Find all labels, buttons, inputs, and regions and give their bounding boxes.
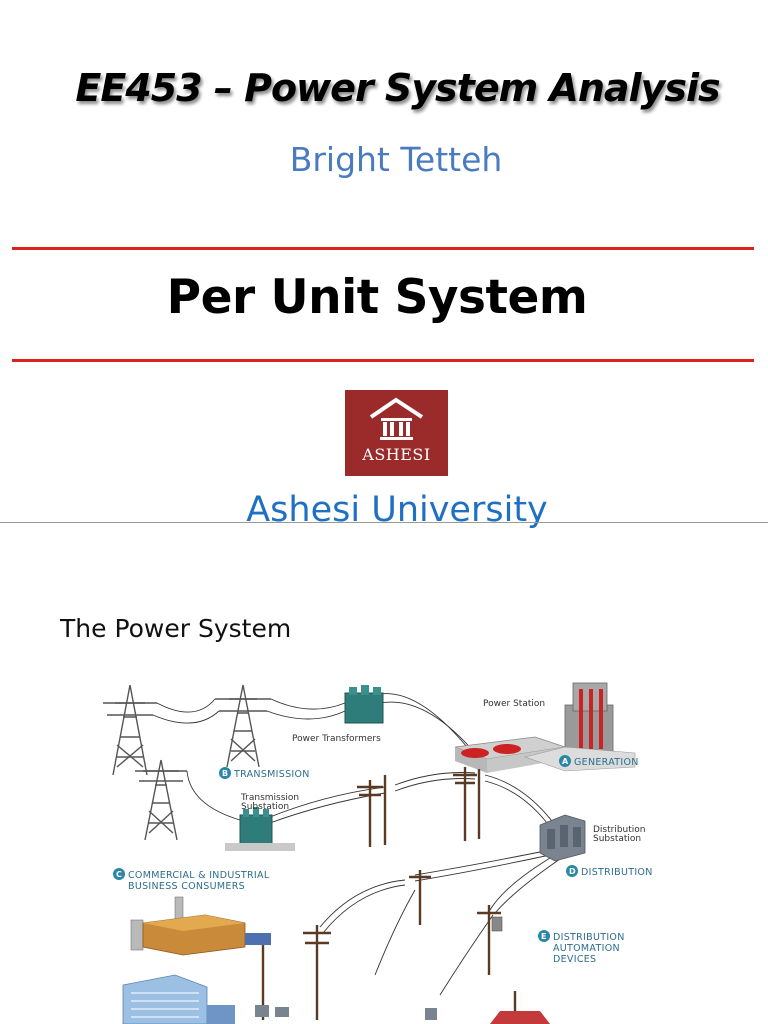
- badge-e-icon: [538, 930, 550, 942]
- caption-distribution: D DISTRIBUTION: [566, 865, 653, 878]
- ground-transformer-icon: [255, 1005, 437, 1020]
- caption-automation-line3: DEVICES: [553, 954, 596, 965]
- author-name: Bright Tetteh: [289, 140, 503, 179]
- power-station-label: Power Station: [483, 699, 545, 709]
- badge-d-icon: [566, 865, 578, 877]
- slide-title: EE453 – Power System Analysis: [75, 66, 720, 110]
- transmission-substation-label: Transmission: [240, 793, 299, 803]
- power-transformer-icon: [344, 685, 384, 724]
- caption-commercial: C COMMERCIAL & INDUSTRIAL BUSINESS CONSU…: [113, 868, 270, 892]
- page-divider: [0, 522, 768, 523]
- caption-commercial-line2: BUSINESS CONSUMERS: [128, 881, 245, 892]
- power-transformers-label: Power Transformers: [292, 734, 381, 744]
- distribution-substation-icon: [539, 814, 586, 862]
- transmission-substation-label-2: Substation: [241, 802, 289, 812]
- caption-automation-line1: DISTRIBUTION: [553, 932, 625, 943]
- badge-c-icon: [113, 868, 125, 880]
- university-name: Ashesi University: [246, 490, 548, 530]
- caption-generation: A GENERATION: [559, 755, 639, 768]
- distribution-substation-label: Distribution: [593, 825, 646, 835]
- badge-b: B: [222, 769, 228, 778]
- badge-a: A: [562, 757, 569, 766]
- logo-text: ASHESI: [362, 445, 431, 464]
- caption-commercial-line1: COMMERCIAL & INDUSTRIAL: [128, 870, 270, 881]
- top-red-rule: [12, 247, 754, 250]
- caption-transmission-text: TRANSMISSION: [233, 769, 310, 780]
- badge-a-icon: [559, 755, 571, 767]
- office-building-icon: [122, 974, 235, 1024]
- power-system-diagram: Power Station Power Transformers Transmi…: [103, 682, 653, 1024]
- caption-generation-text: GENERATION: [574, 757, 639, 768]
- transmission-tower-icon: [215, 684, 271, 768]
- transmission-substation-icon: [225, 807, 295, 851]
- caption-distribution-text: DISTRIBUTION: [581, 867, 653, 878]
- building-icon: [369, 397, 424, 440]
- caption-transmission: B TRANSMISSION: [219, 767, 310, 780]
- automation-device-icon: [491, 916, 503, 932]
- transmission-tower-icon: [135, 759, 187, 841]
- topic-title: Per Unit System: [166, 270, 588, 325]
- badge-e: E: [541, 932, 546, 941]
- badge-b-icon: [219, 767, 231, 779]
- power-station-icon: [454, 682, 636, 773]
- distribution-substation-label-2: Substation: [593, 834, 641, 844]
- transmission-tower-icon: [103, 684, 157, 776]
- industrial-building-icon: [130, 896, 271, 956]
- ashesi-logo: ASHESI: [345, 390, 448, 476]
- bottom-red-rule: [12, 359, 754, 362]
- house-icon: [490, 1011, 550, 1024]
- caption-automation-line2: AUTOMATION: [553, 943, 620, 954]
- section-heading: The Power System: [60, 614, 292, 643]
- badge-d: D: [569, 867, 576, 876]
- caption-automation: E DISTRIBUTION AUTOMATION DEVICES: [538, 930, 625, 965]
- badge-c: C: [116, 870, 122, 879]
